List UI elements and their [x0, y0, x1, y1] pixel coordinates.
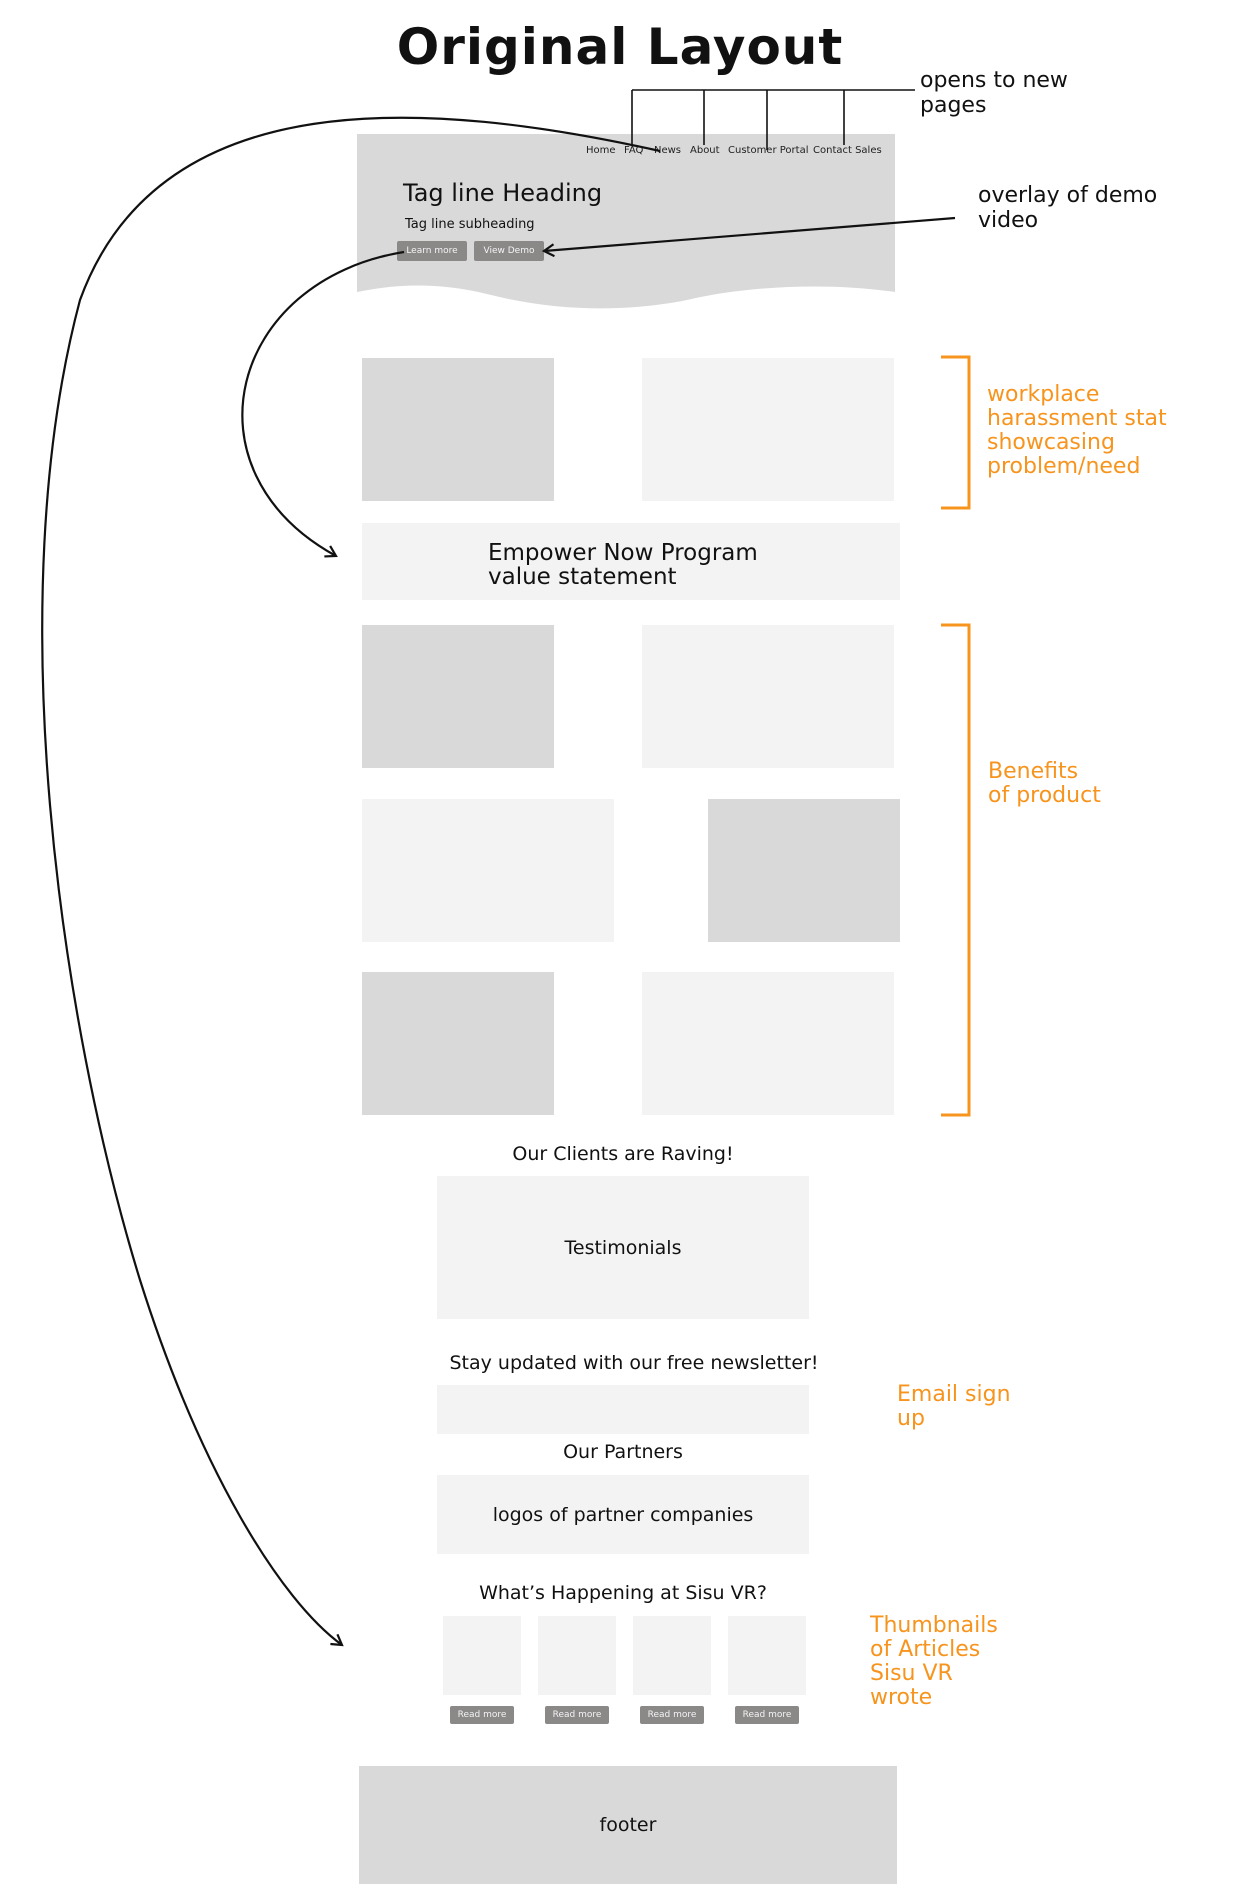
read-more-button-3[interactable]: Read more: [640, 1706, 704, 1724]
article-thumbnail-2[interactable]: [538, 1616, 616, 1695]
newsletter-email-input[interactable]: [437, 1385, 809, 1434]
hero-subheading: Tag line subheading: [405, 217, 535, 232]
read-more-button-4[interactable]: Read more: [735, 1706, 799, 1724]
footer-block: footer: [359, 1766, 897, 1884]
article-thumbnail-1[interactable]: [443, 1616, 521, 1695]
learn-more-button[interactable]: Learn more: [397, 241, 467, 261]
nav-faq[interactable]: FAQ: [624, 145, 644, 156]
partners-heading: Our Partners: [563, 1441, 683, 1463]
nav-about[interactable]: About: [690, 145, 720, 156]
benefit-image-1: [362, 625, 554, 768]
news-heading: What’s Happening at Sisu VR?: [479, 1582, 767, 1604]
partner-logos-block: logos of partner companies: [437, 1475, 809, 1554]
benefit-image-3: [362, 972, 554, 1115]
read-more-button-1[interactable]: Read more: [450, 1706, 514, 1724]
article-thumbnail-3[interactable]: [633, 1616, 711, 1695]
read-more-button-2[interactable]: Read more: [545, 1706, 609, 1724]
orange-brackets: [941, 355, 971, 1117]
article-thumbnail-4[interactable]: [728, 1616, 806, 1695]
clients-heading: Our Clients are Raving!: [512, 1143, 734, 1165]
nav-home[interactable]: Home: [586, 145, 616, 156]
page-title: Original Layout: [396, 18, 844, 76]
benefit-image-2: [708, 799, 900, 942]
benefit-text-1: [642, 625, 894, 768]
newsletter-heading: Stay updated with our free newsletter!: [449, 1352, 819, 1374]
nav-contact-sales[interactable]: Contact Sales: [813, 145, 882, 156]
testimonials-block: Testimonials: [437, 1176, 809, 1319]
hero-heading: Tag line Heading: [403, 179, 603, 207]
stat-image-block: [362, 358, 554, 501]
view-demo-button[interactable]: View Demo: [474, 241, 544, 261]
nav-customer-portal[interactable]: Customer Portal: [728, 145, 809, 156]
benefit-text-3: [642, 972, 894, 1115]
stat-text-block: [642, 358, 894, 501]
nav-news[interactable]: News: [654, 145, 682, 156]
benefit-text-2: [362, 799, 614, 942]
